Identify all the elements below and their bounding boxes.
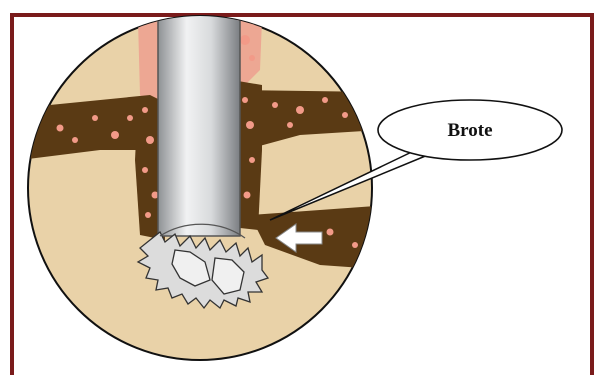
callout-label: Brote xyxy=(447,120,492,141)
drill-shaft xyxy=(158,14,240,236)
